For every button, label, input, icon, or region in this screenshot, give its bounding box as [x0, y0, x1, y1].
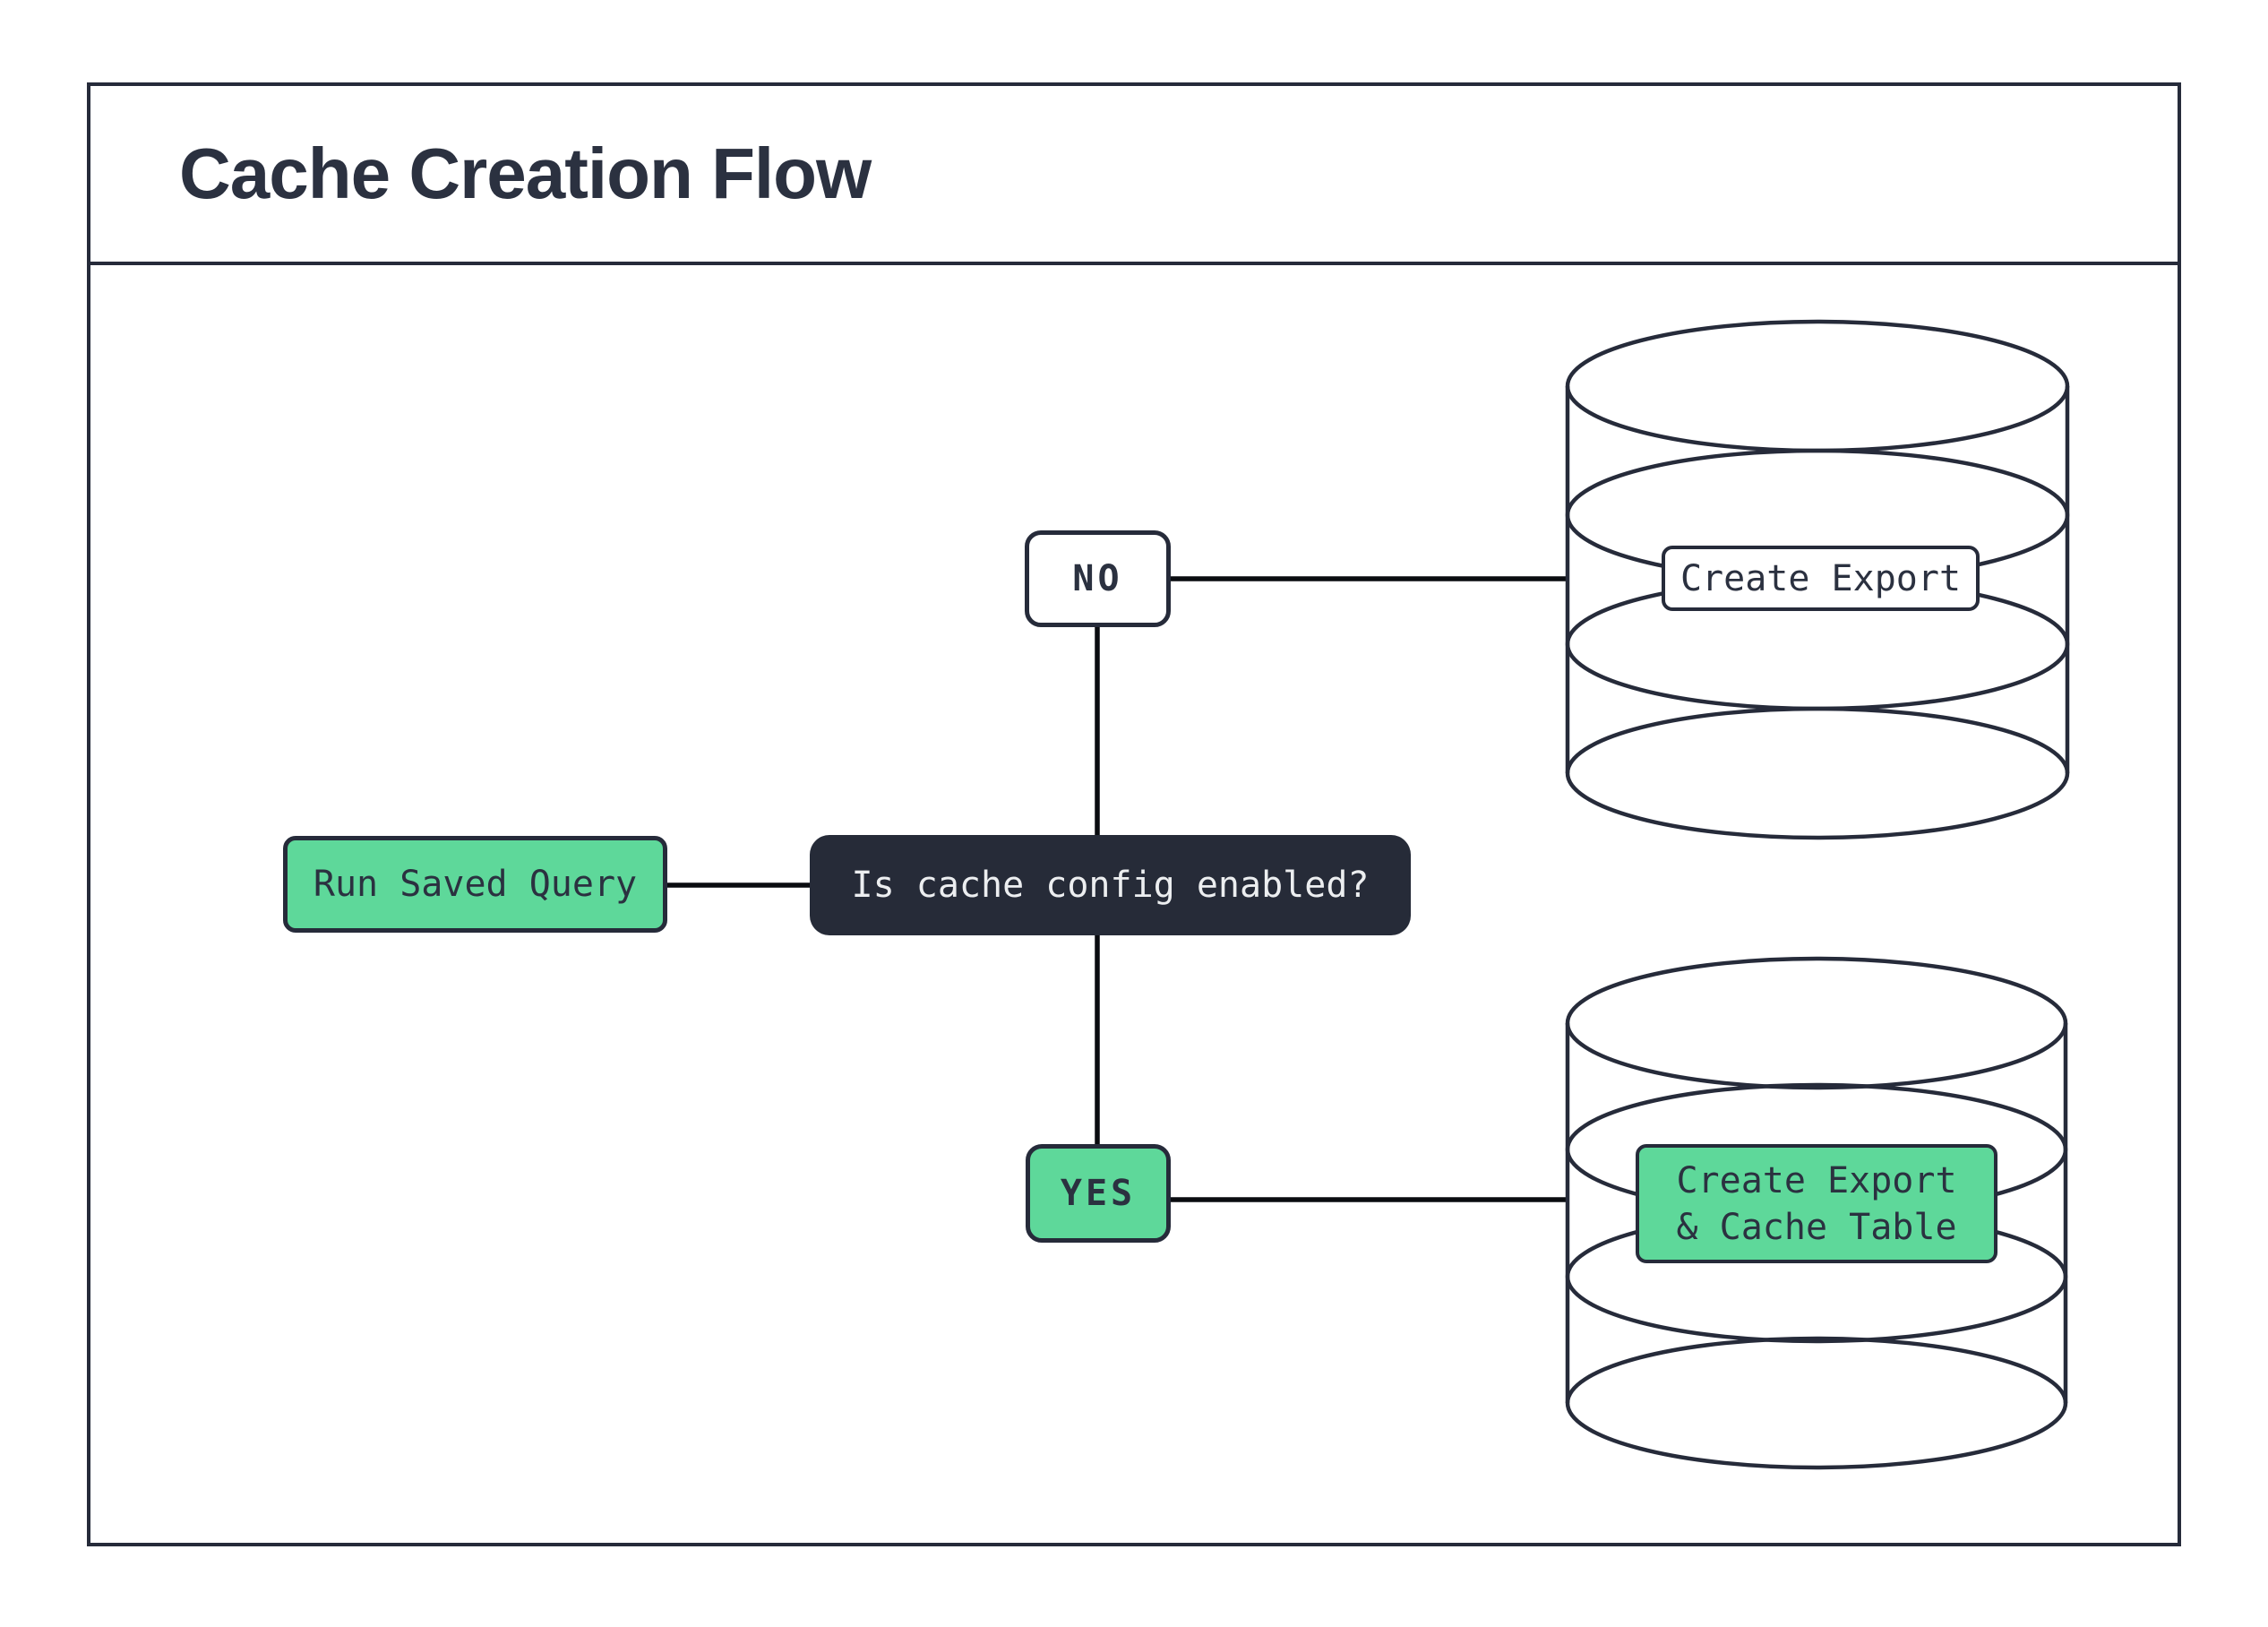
page-title: Cache Creation Flow: [179, 133, 872, 213]
node-run-saved-query-label: Run Saved Query: [313, 864, 638, 905]
title-bar: Cache Creation Flow: [90, 86, 2178, 265]
database-icon: [1565, 319, 2070, 840]
node-question: Is cache config enabled?: [810, 835, 1411, 935]
node-question-label: Is cache config enabled?: [851, 865, 1370, 906]
node-no-label: NO: [1072, 558, 1123, 599]
node-yes-branch: YES: [1026, 1144, 1171, 1243]
node-run-saved-query: Run Saved Query: [283, 836, 667, 933]
node-create-export-cache-table: Create Export & Cache Table: [1636, 1144, 1997, 1263]
node-create-export-label: Create Export: [1680, 557, 1962, 599]
node-no-branch: NO: [1025, 530, 1171, 627]
flow-canvas: Run Saved Query Is cache config enabled?…: [90, 265, 2178, 1543]
node-yes-label: YES: [1060, 1173, 1137, 1214]
flow-connector-lines: [664, 576, 1569, 1202]
node-create-export-cache-table-label: Create Export & Cache Table: [1676, 1159, 1957, 1248]
node-create-export: Create Export: [1662, 546, 1980, 611]
diagram-frame: Cache Creation Flow: [87, 82, 2181, 1546]
